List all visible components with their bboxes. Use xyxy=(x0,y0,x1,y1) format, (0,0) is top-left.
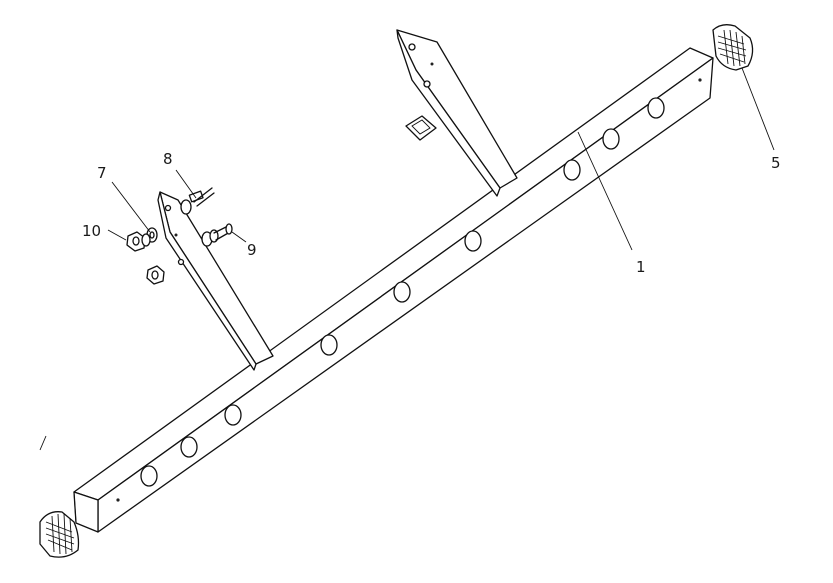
left-bracket xyxy=(157,191,274,371)
end-cap-left xyxy=(39,511,80,558)
beam-holes xyxy=(140,97,665,487)
nut-10 xyxy=(126,231,151,252)
main-beam xyxy=(73,47,714,533)
left-edge-mark xyxy=(39,435,47,451)
nut-lower xyxy=(146,265,165,285)
callout-7: 7 xyxy=(97,164,107,182)
fasteners xyxy=(126,187,233,285)
bolt-8 xyxy=(180,187,215,215)
leader-lines xyxy=(107,67,775,251)
callout-9: 9 xyxy=(247,241,257,259)
callout-1: 1 xyxy=(636,258,646,276)
bolt-9 xyxy=(201,223,233,247)
right-bracket xyxy=(396,29,518,197)
callout-8: 8 xyxy=(163,150,173,168)
callout-labels: 1 5 7 8 9 10 xyxy=(82,150,781,276)
end-cap-right xyxy=(712,24,754,71)
callout-10: 10 xyxy=(82,222,101,240)
callout-5: 5 xyxy=(771,154,781,172)
